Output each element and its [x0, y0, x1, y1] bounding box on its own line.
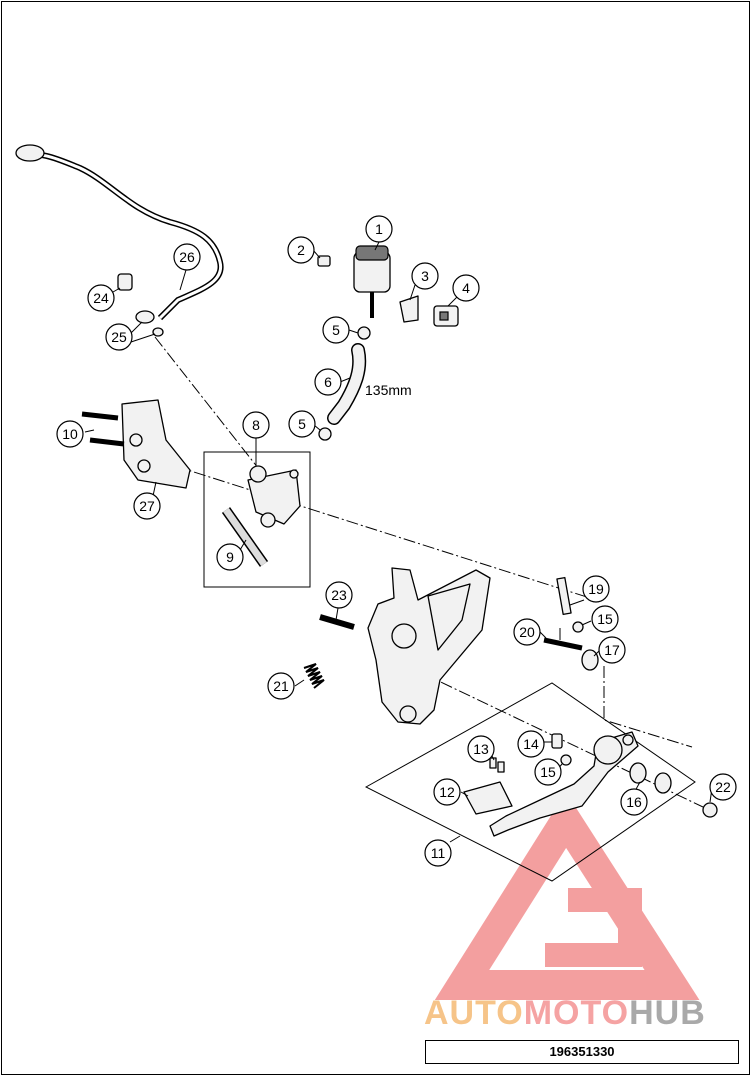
callout-12: 12 — [433, 778, 461, 806]
callout-16: 16 — [620, 788, 648, 816]
callout-3: 3 — [411, 262, 439, 290]
svg-text:6: 6 — [324, 374, 332, 390]
svg-text:27: 27 — [139, 498, 155, 514]
pin-19 — [556, 576, 572, 616]
svg-text:4: 4 — [462, 280, 470, 296]
callout-14: 14 — [517, 730, 545, 758]
brand-part-moto: MOTO — [523, 994, 630, 1032]
watermark-logo — [434, 792, 700, 1000]
svg-text:17: 17 — [604, 642, 620, 658]
hose-clamp-top — [357, 326, 371, 340]
svg-text:20: 20 — [519, 624, 535, 640]
callout-4: 4 — [452, 274, 480, 302]
svg-text:11: 11 — [431, 845, 446, 861]
svg-text:14: 14 — [523, 736, 539, 752]
callout-25: 25 — [105, 323, 133, 351]
svg-text:10: 10 — [62, 426, 78, 442]
svg-text:12: 12 — [439, 784, 455, 800]
hose-clamp-bottom — [318, 427, 332, 441]
callout-15-top: 15 — [591, 605, 619, 633]
svg-text:2: 2 — [297, 242, 305, 258]
box-8-assembly — [203, 451, 311, 588]
heel-guard — [121, 399, 191, 489]
reservoir-screw — [317, 255, 331, 267]
callout-19: 19 — [582, 575, 610, 603]
callout-11: 11 — [424, 839, 452, 867]
callout-2: 2 — [287, 236, 315, 264]
brake-pedal — [489, 731, 639, 837]
callout-24: 24 — [87, 284, 115, 312]
callout-27: 27 — [133, 492, 161, 520]
svg-text:9: 9 — [226, 549, 234, 565]
callout-5-bottom: 5 — [288, 410, 316, 438]
leader-lines — [84, 241, 713, 843]
reservoir-bracket — [399, 295, 419, 323]
callout-10: 10 — [56, 420, 84, 448]
piston-assembly — [221, 507, 269, 567]
callout-6: 6 — [314, 368, 342, 396]
svg-text:15: 15 — [597, 611, 613, 627]
pin-14 — [551, 733, 563, 749]
svg-text:5: 5 — [332, 322, 340, 338]
callout-26: 26 — [173, 243, 201, 271]
nut-15-top — [572, 621, 584, 633]
brake-master-cylinder — [247, 465, 301, 528]
svg-text:3: 3 — [421, 268, 429, 284]
bolt-20 — [543, 637, 583, 651]
brand-part-hub: HUB — [629, 994, 706, 1032]
svg-text:24: 24 — [93, 290, 109, 306]
svg-text:5: 5 — [298, 416, 306, 432]
nut-15-bottom — [560, 754, 572, 766]
bolt-23 — [319, 614, 355, 630]
svg-text:8: 8 — [252, 417, 260, 433]
diagram-code: 196351330 — [425, 1040, 739, 1064]
seal-ring-small — [152, 327, 164, 337]
callout-9: 9 — [216, 543, 244, 571]
svg-text:16: 16 — [626, 794, 642, 810]
hose-length-label: 135mm — [365, 382, 412, 398]
svg-text:26: 26 — [179, 249, 195, 265]
svg-text:22: 22 — [715, 779, 731, 795]
callout-23: 23 — [325, 581, 353, 609]
watermark-brand: AUTOMOTOHUB — [424, 994, 706, 1033]
bolts-10 — [81, 411, 125, 447]
return-spring — [303, 663, 325, 689]
callout-22: 22 — [709, 773, 737, 801]
callout-8: 8 — [242, 411, 270, 439]
banjo-bolt — [117, 273, 133, 291]
nut-22 — [702, 802, 718, 818]
callout-1: 1 — [365, 215, 393, 243]
screws-13 — [489, 757, 505, 773]
hose-banjo-end — [15, 144, 45, 162]
svg-text:23: 23 — [331, 587, 347, 603]
clevis-17 — [581, 649, 599, 671]
svg-text:21: 21 — [273, 678, 289, 694]
callout-13: 13 — [467, 735, 495, 763]
clip-part-4 — [433, 305, 459, 327]
box-11-assembly — [364, 682, 696, 882]
pedal-step-12 — [463, 781, 513, 815]
brake-fluid-reservoir — [353, 245, 391, 318]
svg-text:15: 15 — [540, 764, 556, 780]
svg-text:1: 1 — [375, 221, 383, 237]
brand-part-auto: AUTO — [424, 994, 524, 1032]
svg-text:25: 25 — [111, 329, 127, 345]
svg-text:19: 19 — [588, 581, 604, 597]
bushing-16a — [629, 762, 647, 784]
svg-text:13: 13 — [473, 741, 489, 757]
callout-20: 20 — [513, 618, 541, 646]
seal-ring — [135, 310, 155, 324]
callout-15-bottom: 15 — [534, 758, 562, 786]
callout-5-top: 5 — [322, 316, 350, 344]
bushing-16b — [654, 772, 672, 794]
footrest-bracket — [367, 567, 491, 725]
callout-21: 21 — [267, 672, 295, 700]
callout-17: 17 — [598, 636, 626, 664]
